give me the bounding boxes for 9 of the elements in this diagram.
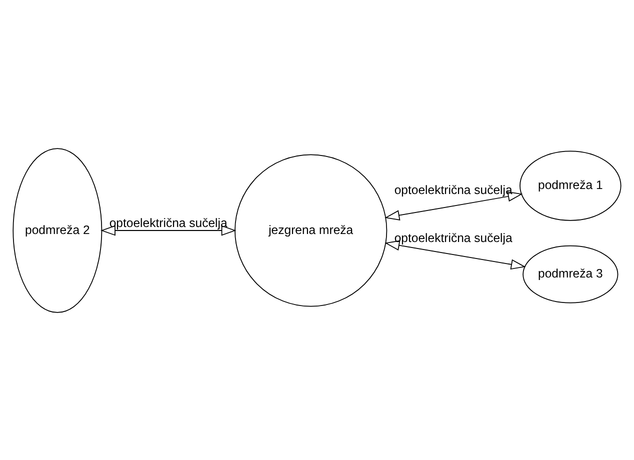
node-circle: jezgrena mreža: [234, 154, 388, 306]
edge-label: optoelektrična sučelja: [394, 230, 512, 245]
edge-label: optoelektrična sučelja: [394, 182, 512, 196]
node-ellipse: podmreža 1: [520, 150, 622, 220]
arrow: [384, 240, 526, 270]
edge-label: optoelektrična sučelja: [109, 216, 228, 230]
node-ellipse: podmreža 2: [12, 148, 102, 312]
node-ellipse: podmreža 3: [522, 244, 618, 303]
arrow: [384, 190, 523, 220]
